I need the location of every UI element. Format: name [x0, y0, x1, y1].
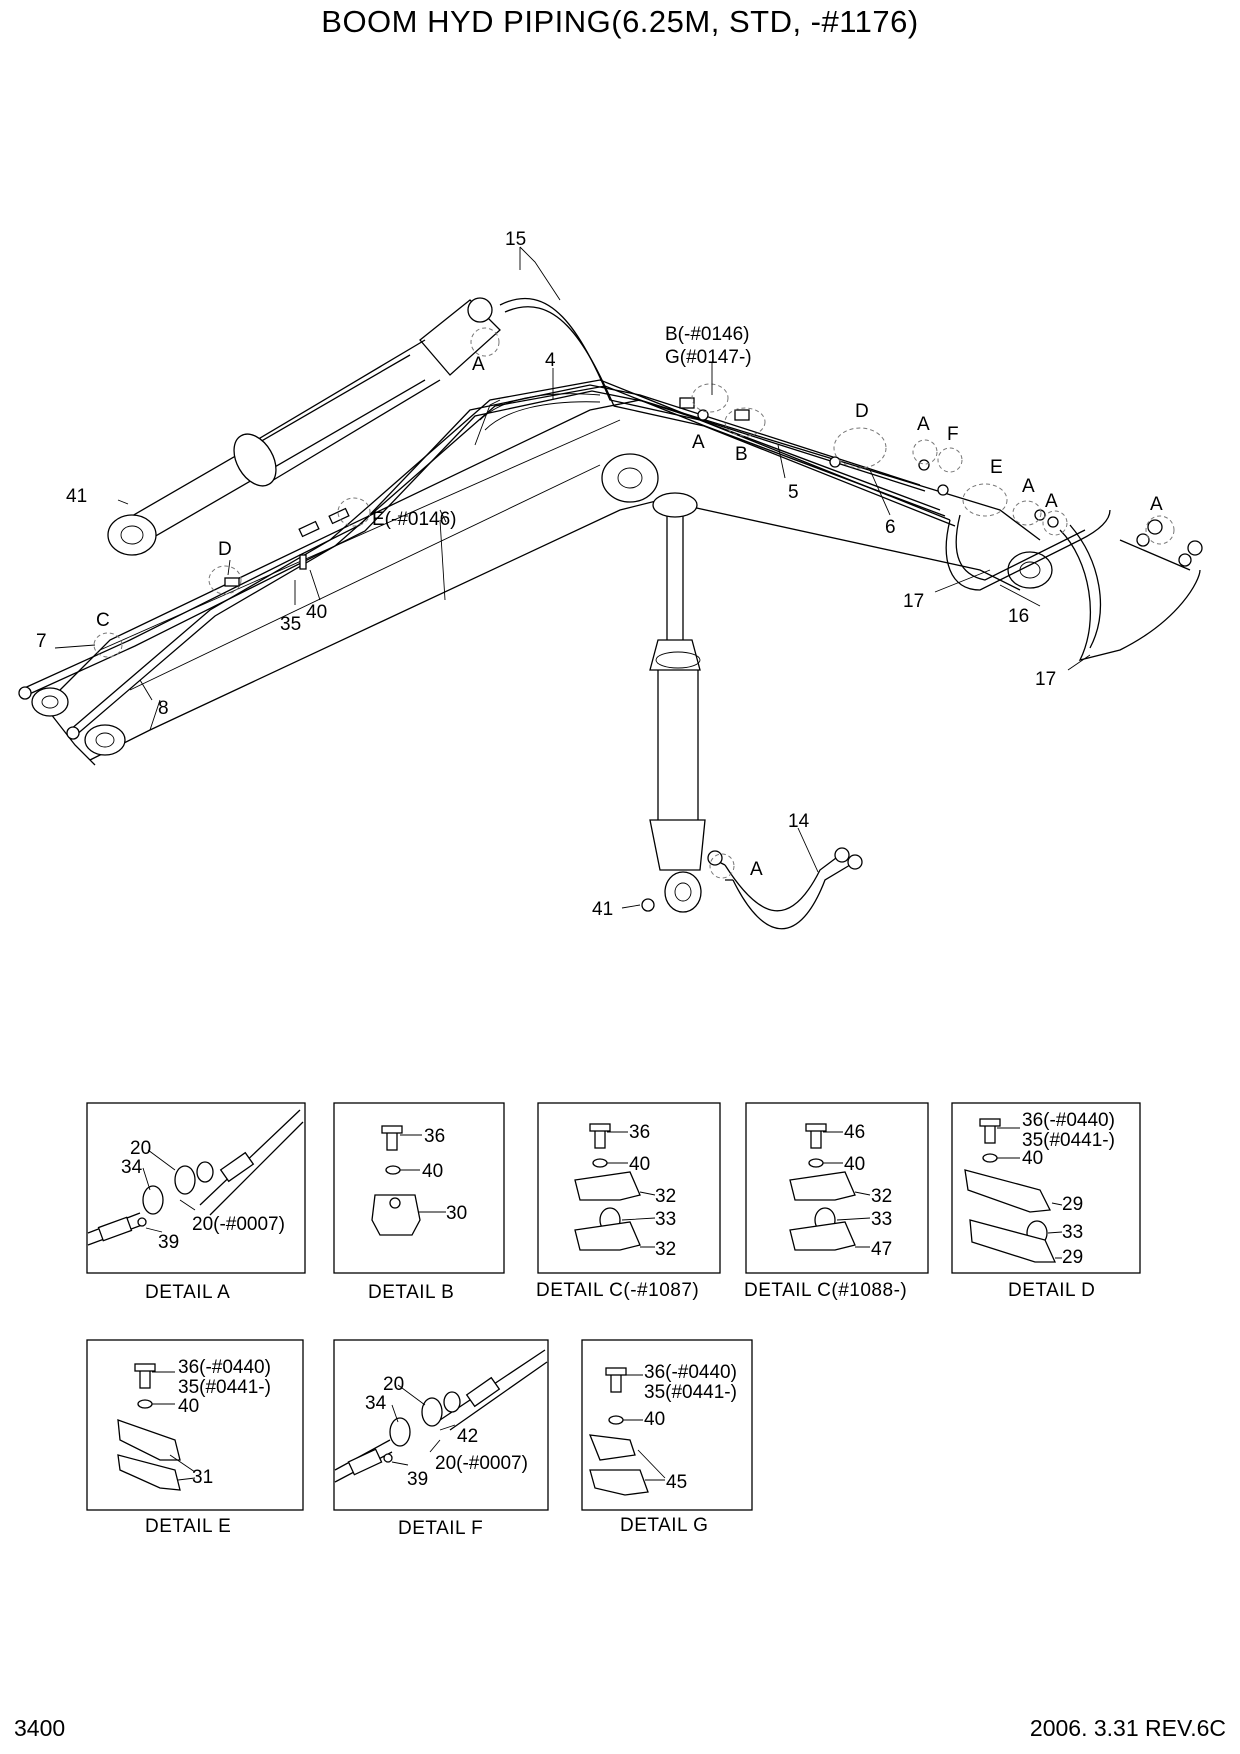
detail-f-20: 20	[383, 1374, 404, 1395]
callout-17: 17	[1035, 669, 1056, 690]
detail-d-35: 35(#0441-)	[1022, 1130, 1115, 1151]
callout-17: 17	[903, 591, 924, 612]
callout-35: 35	[280, 614, 301, 635]
callout-e-range: E(-#0146)	[372, 509, 457, 530]
detail-e-caption: DETAIL E	[145, 1516, 231, 1537]
detail-c-late-40: 40	[844, 1154, 865, 1175]
callout-a: A	[917, 414, 930, 435]
detail-g: 36(-#0440) 35(#0441-) 40 45 DETAIL G	[581, 1339, 753, 1536]
callout-c: C	[96, 610, 110, 631]
page-title: BOOM HYD PIPING(6.25M, STD, -#1176)	[321, 4, 919, 39]
detail-b-30: 30	[446, 1203, 467, 1224]
detail-g-40: 40	[644, 1409, 665, 1430]
callout-a: A	[1022, 476, 1035, 497]
detail-d: 36(-#0440) 35(#0441-) 40 29 33 29 DETAIL…	[951, 1102, 1141, 1301]
boom-structure	[31, 399, 1053, 766]
detail-a-39: 39	[158, 1232, 179, 1253]
detail-f-20-range: 20(-#0007)	[435, 1453, 528, 1474]
detail-c-late-33: 33	[871, 1209, 892, 1230]
callout-d: D	[218, 539, 232, 560]
detail-d-36: 36(-#0440)	[1022, 1110, 1115, 1131]
callout-41: 41	[592, 899, 613, 920]
callout-4: 4	[545, 350, 556, 371]
hose-14	[707, 847, 863, 930]
arm-cylinder	[107, 297, 501, 556]
detail-a-20: 20	[130, 1138, 151, 1159]
detail-e: 36(-#0440) 35(#0441-) 40 31 DETAIL E	[86, 1339, 304, 1537]
callout-e: E	[990, 457, 1003, 478]
callout-15: 15	[505, 229, 526, 250]
callout-a: A	[1150, 494, 1163, 515]
callout-40: 40	[306, 602, 327, 623]
detail-c-late-46: 46	[844, 1122, 865, 1143]
detail-c-early-36: 36	[629, 1122, 650, 1143]
detail-c-late-32: 32	[871, 1186, 892, 1207]
detail-d-29: 29	[1062, 1194, 1083, 1215]
detail-d-caption: DETAIL D	[1008, 1280, 1095, 1301]
detail-c-late-47: 47	[871, 1239, 892, 1260]
detail-c-late-caption: DETAIL C(#1088-)	[744, 1280, 907, 1301]
detail-b-40: 40	[422, 1161, 443, 1182]
callout-b: B	[735, 444, 748, 465]
callout-a: A	[692, 432, 705, 453]
detail-f: 20 34 42 20(-#0007) 39 DETAIL F	[333, 1339, 549, 1539]
leader-lines	[54, 246, 1091, 909]
callout-d: D	[855, 401, 869, 422]
detail-a: 20 34 20(-#0007) 39 DETAIL A	[86, 1102, 306, 1303]
detail-g-36: 36(-#0440)	[644, 1362, 737, 1383]
detail-e-35: 35(#0441-)	[178, 1377, 271, 1398]
callout-16: 16	[1008, 606, 1029, 627]
callout-f: F	[947, 424, 959, 445]
detail-c-early-33: 33	[655, 1209, 676, 1230]
detail-c-early-32: 32	[655, 1239, 676, 1260]
callout-6: 6	[885, 517, 896, 538]
detail-e-31: 31	[192, 1467, 213, 1488]
callout-a: A	[1045, 491, 1058, 512]
detail-b-caption: DETAIL B	[368, 1282, 454, 1303]
page-number: 3400	[14, 1715, 66, 1741]
detail-c-early-40: 40	[629, 1154, 650, 1175]
boom-pipes	[18, 298, 1203, 740]
detail-reference-circles	[93, 327, 1175, 879]
detail-d-40: 40	[1022, 1148, 1043, 1169]
detail-c-early-32: 32	[655, 1186, 676, 1207]
callout-5: 5	[788, 482, 799, 503]
callout-labels: 15 4 B(-#0146) G(#0147-) A A B D A F E A…	[36, 229, 1163, 920]
detail-f-34: 34	[365, 1393, 387, 1414]
detail-g-35: 35(#0441-)	[644, 1382, 737, 1403]
detail-c-early-caption: DETAIL C(-#1087)	[536, 1280, 699, 1301]
detail-a-caption: DETAIL A	[145, 1282, 230, 1303]
callout-g-range: G(#0147-)	[665, 347, 752, 368]
detail-b-36: 36	[424, 1126, 445, 1147]
callout-14: 14	[788, 811, 810, 832]
detail-d-29: 29	[1062, 1247, 1083, 1268]
detail-b: 36 40 30 DETAIL B	[333, 1102, 505, 1303]
callout-a: A	[472, 354, 485, 375]
detail-g-45: 45	[666, 1472, 687, 1493]
detail-f-caption: DETAIL F	[398, 1518, 483, 1539]
boom-cylinder	[641, 492, 706, 913]
callout-b-range: B(-#0146)	[665, 324, 750, 345]
detail-e-40: 40	[178, 1396, 199, 1417]
callout-8: 8	[158, 698, 169, 719]
detail-g-caption: DETAIL G	[620, 1515, 708, 1536]
detail-c-early: 36 40 32 33 32 DETAIL C(-#1087)	[536, 1102, 721, 1301]
callout-a: A	[750, 859, 763, 880]
callout-7: 7	[36, 631, 47, 652]
detail-a-34: 34	[121, 1157, 143, 1178]
revision-date: 2006. 3.31 REV.6C	[1029, 1715, 1226, 1741]
callout-41: 41	[66, 486, 87, 507]
detail-d-33: 33	[1062, 1222, 1083, 1243]
detail-e-36: 36(-#0440)	[178, 1357, 271, 1378]
detail-c-late: 46 40 32 33 47 DETAIL C(#1088-)	[744, 1102, 929, 1301]
detail-a-20-range: 20(-#0007)	[192, 1214, 285, 1235]
detail-f-42: 42	[457, 1426, 478, 1447]
detail-f-39: 39	[407, 1469, 428, 1490]
